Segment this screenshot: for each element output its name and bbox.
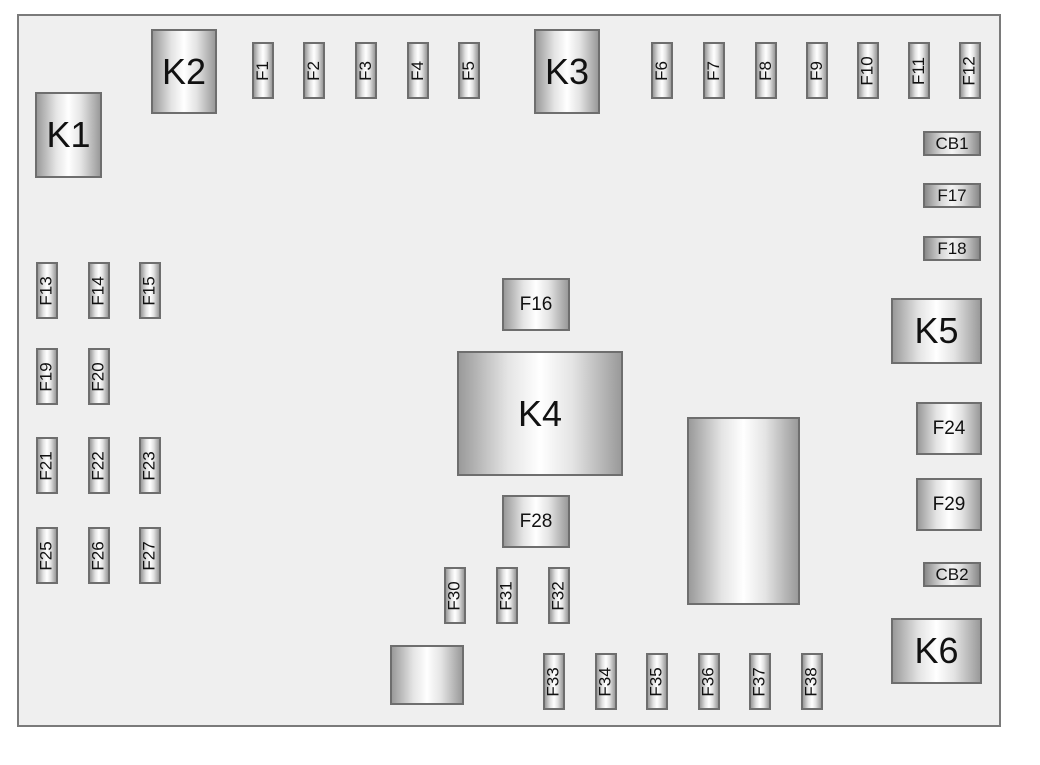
component-label: F15	[140, 275, 160, 306]
fuse-f11: F11	[908, 42, 930, 99]
fuse-f33: F33	[543, 653, 565, 710]
fuse-f3: F3	[355, 42, 377, 99]
fuse-f29: F29	[916, 478, 982, 531]
component-label: F30	[445, 580, 465, 611]
fuse-f32: F32	[548, 567, 570, 624]
component-label: F36	[699, 666, 719, 697]
fuse-f17: F17	[923, 183, 981, 208]
component-label: F2	[304, 60, 323, 81]
relay-k4: K4	[457, 351, 623, 476]
fuse-f2: F2	[303, 42, 325, 99]
component-label: F16	[519, 293, 553, 315]
component-label: K4	[517, 392, 563, 434]
component-label: F23	[140, 450, 160, 481]
component-label: F33	[544, 666, 564, 697]
fuse-f26: F26	[88, 527, 110, 584]
component-label: F6	[652, 60, 671, 81]
fuse-f8: F8	[755, 42, 777, 99]
component-label: F32	[549, 580, 569, 611]
fuse-f36: F36	[698, 653, 720, 710]
fuse-f22: F22	[88, 437, 110, 494]
component-label: K3	[544, 50, 590, 92]
fuse-f38: F38	[801, 653, 823, 710]
fuse-f4: F4	[407, 42, 429, 99]
component-label: CB1	[935, 133, 969, 153]
component-label: K2	[161, 50, 207, 92]
component-label: F9	[807, 60, 826, 81]
component-label: F17	[937, 185, 967, 205]
component-label: F21	[37, 450, 57, 481]
fuse-f28: F28	[502, 495, 570, 548]
component-label: F4	[408, 60, 427, 81]
relay-k6: K6	[891, 618, 982, 684]
component-label: F1	[253, 60, 272, 81]
fuse-f6: F6	[651, 42, 673, 99]
component-label: F7	[704, 60, 723, 81]
component-label: F3	[356, 60, 375, 81]
component-label: F12	[960, 55, 980, 86]
relay-k5: K5	[891, 298, 982, 364]
component-label: F37	[750, 666, 770, 697]
circuit-breaker-cb1: CB1	[923, 131, 981, 156]
relay-k3: K3	[534, 29, 600, 114]
component-label: F22	[89, 450, 109, 481]
component-label: F14	[89, 275, 109, 306]
component-label: K6	[914, 630, 959, 671]
fuse-f25: F25	[36, 527, 58, 584]
component-label: F35	[647, 666, 667, 697]
component-label: F31	[497, 580, 517, 611]
fuse-f1: F1	[252, 42, 274, 99]
component-label: F25	[37, 540, 57, 571]
component-label: F10	[858, 55, 878, 86]
fuse-f13: F13	[36, 262, 58, 319]
fuse-f10: F10	[857, 42, 879, 99]
component-label: F5	[459, 60, 478, 81]
fuse-f24: F24	[916, 402, 982, 455]
fuse-f12: F12	[959, 42, 981, 99]
component-label: CB2	[935, 564, 969, 584]
fuse-f31: F31	[496, 567, 518, 624]
fuse-f30: F30	[444, 567, 466, 624]
unlabeled-component	[390, 645, 464, 705]
component-label: F28	[519, 510, 553, 532]
component-label: K1	[46, 114, 91, 155]
fuse-f5: F5	[458, 42, 480, 99]
component-label: F19	[37, 361, 57, 392]
fuse-f23: F23	[139, 437, 161, 494]
fuse-f21: F21	[36, 437, 58, 494]
fuse-f14: F14	[88, 262, 110, 319]
fuse-f7: F7	[703, 42, 725, 99]
component-label: F20	[89, 361, 109, 392]
fuse-f34: F34	[595, 653, 617, 710]
fuse-f37: F37	[749, 653, 771, 710]
fuse-f19: F19	[36, 348, 58, 405]
fuse-f27: F27	[139, 527, 161, 584]
fuse-f20: F20	[88, 348, 110, 405]
component-label: F38	[802, 666, 822, 697]
component-label: F29	[932, 493, 966, 515]
component-label: F24	[932, 417, 966, 439]
component-label: F34	[596, 666, 616, 697]
relay-k1: K1	[35, 92, 102, 178]
component-label: F13	[37, 275, 57, 306]
component-label: F18	[937, 238, 967, 258]
relay-k2: K2	[151, 29, 217, 114]
component-label: F27	[140, 540, 160, 571]
component-label: F11	[909, 56, 929, 85]
unlabeled-component	[687, 417, 800, 605]
circuit-breaker-cb2: CB2	[923, 562, 981, 587]
fuse-f16: F16	[502, 278, 570, 331]
component-label: F8	[756, 60, 775, 81]
fuse-f9: F9	[806, 42, 828, 99]
component-label: F26	[89, 540, 109, 571]
fuse-f18: F18	[923, 236, 981, 261]
component-label: K5	[914, 310, 959, 351]
fuse-f35: F35	[646, 653, 668, 710]
fuse-f15: F15	[139, 262, 161, 319]
